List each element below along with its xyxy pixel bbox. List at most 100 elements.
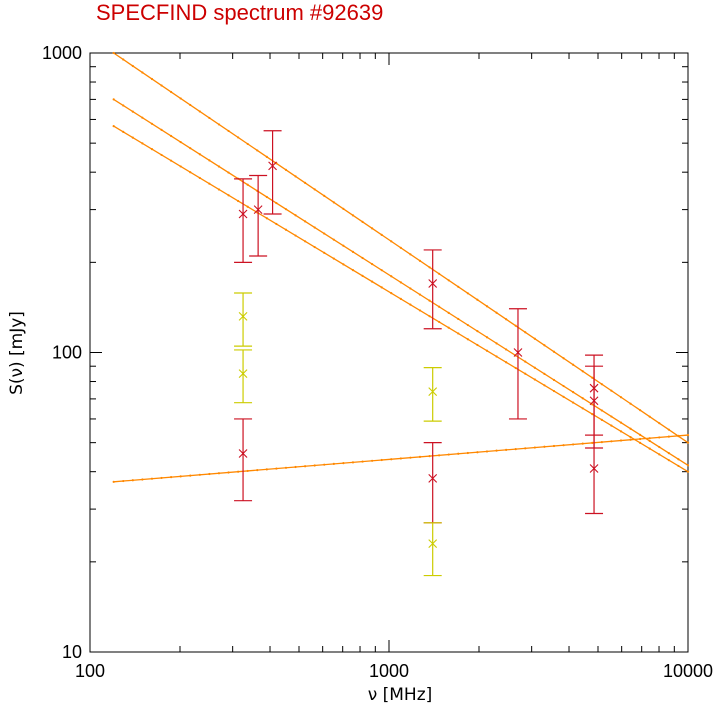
fit-line-dot [323,232,326,235]
fit-line-dot [610,415,613,418]
fit-line-dot [457,452,460,455]
fit-line-dot [533,378,536,381]
point-marker [268,161,277,171]
fit-line-dot [572,391,575,394]
fit-line-dot [265,217,268,220]
fit-line-dot [677,434,680,437]
fit-line-dot [648,447,651,450]
fit-line-dot [342,462,345,465]
fit-line-dot [390,292,393,295]
fit-line-dot [323,463,326,466]
fit-line-dot [170,159,173,162]
fit-line-dot [409,303,412,306]
fit-line-dot [409,253,412,256]
fit-line-dot [667,452,670,455]
fit-line-dot [237,136,240,139]
fit-line-dot [447,453,450,456]
point-marker [253,205,263,214]
fit-line-dot [170,134,173,138]
fit-line-dot [122,58,125,61]
fit-line-dot [495,355,498,358]
point-marker [428,387,438,397]
data-point [234,178,253,263]
fit-line-dot [552,378,556,382]
fit-line-dot [179,97,182,100]
fit-line-dot [275,467,278,470]
fit-line [112,51,690,444]
fit-line-dot [284,208,288,211]
fit-line-dot [639,441,642,444]
fit-line-dot [112,98,115,101]
point-marker [589,464,599,473]
fit-line-dot [227,171,230,174]
fit-line-dot [313,245,316,249]
fit-line-dot [495,311,498,314]
fit-line-dot [677,458,680,461]
fit-line-dot [246,142,249,146]
fit-line-dot [418,259,422,262]
fit-line-dot [552,389,556,393]
fit-line-dot [380,286,383,289]
point-marker [238,369,248,379]
fit-line-dot [380,269,383,272]
fit-line-dot [533,337,536,340]
fit-line-dot [610,389,613,392]
fit-line-dot [600,383,603,386]
fit-line-dot [112,51,115,55]
fit-line-dot [686,433,690,437]
fit-line-dot [524,360,527,363]
fit-line-dot [256,469,259,472]
fit-line-dot [265,155,268,159]
fit-line-dot [629,436,632,439]
fit-line-dot [648,437,651,440]
fit-line-dot [485,305,489,308]
fit-line-dot [466,338,469,341]
fit-line-dot [112,480,115,483]
fit-line-dot [294,175,297,178]
fit-line-dot [457,332,460,335]
fit-line-dot [418,309,422,312]
point-marker [428,539,438,549]
fit-line-dot [476,343,479,347]
fit-line-dot [543,344,546,347]
fit-line-dot [524,331,527,334]
data-points [234,130,604,577]
fit-line-dot [677,464,680,468]
fit-line-dot [438,305,441,308]
fit-line-dot [351,269,355,272]
fit-line-dot [179,140,182,144]
fit-line-dot [361,274,364,277]
fit-line-dot [399,246,402,249]
fit-line-dot [572,363,575,366]
fit-line-dot [639,437,642,441]
fit-line-dot [275,201,278,205]
fit-line-dot [591,441,594,444]
fit-line-dot [371,227,374,230]
fit-line-dot [208,116,211,120]
fit-line-dot [418,293,422,296]
point-marker [238,311,248,321]
axis-ticks [89,52,689,653]
fit-line-dot [361,256,364,260]
fit-line-dot [648,439,651,443]
x-tick-label: 10000 [663,661,713,681]
y-tick-label: 1000 [42,43,82,63]
fit-line-dot [227,471,230,474]
fit-line-dot [600,418,603,421]
fit-line-dot [639,433,642,436]
fit-line-dot [208,472,211,476]
fit-line [112,98,690,467]
fit-line-dot [342,263,345,266]
x-axis-label: ν [MHz] [368,685,433,705]
fit-line-dot [380,233,383,236]
fit-line-dot [361,220,364,223]
fit-line-dot [485,336,489,339]
fit-line-dot [466,323,469,327]
fit-line-dot [323,251,326,254]
fit-line-dot [380,458,383,462]
x-tick-label: 100 [75,661,105,681]
fit-lines [112,51,690,483]
fit-line-dot [141,478,144,481]
fit-line-dot [581,397,584,400]
fit-line-dot [543,372,546,375]
